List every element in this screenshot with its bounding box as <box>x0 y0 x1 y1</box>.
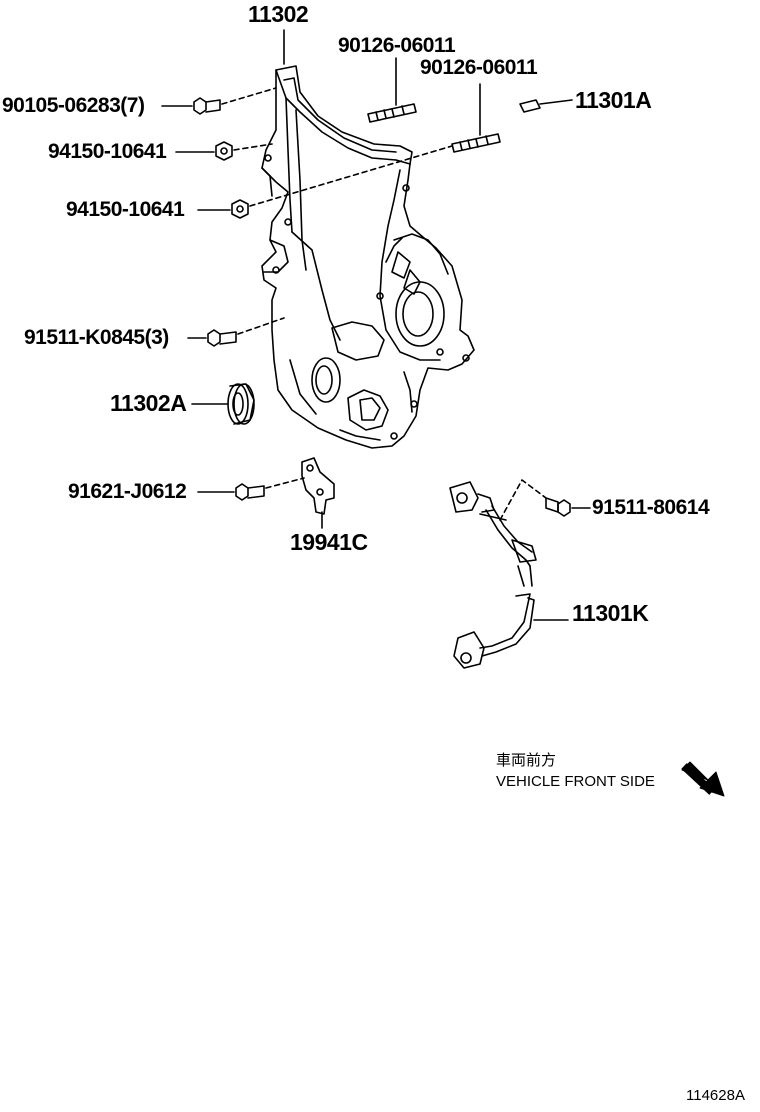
label-stud-upper: 90126-06011 <box>338 34 456 57</box>
stud-bolt-upper-illustration <box>367 57 417 123</box>
timing-cover-illustration <box>261 65 475 449</box>
cam-sensor-illustration <box>449 481 569 669</box>
label-nut-upper: 94150-10641 <box>48 140 167 163</box>
label-cover-bolt: 90105-06283(7) <box>2 94 145 117</box>
label-11302: 11302 <box>248 1 309 27</box>
direction-english: VEHICLE FRONT SIDE <box>496 773 655 790</box>
side-bolt-illustration <box>187 317 285 347</box>
bracket-bolt-illustration <box>197 477 305 501</box>
plug-illustration <box>519 99 573 113</box>
oil-seal-illustration <box>191 383 255 425</box>
label-side-bolt: 91511-K0845(3) <box>24 326 169 349</box>
label-nut-lower: 94150-10641 <box>66 198 185 221</box>
label-11301K: 11301K <box>572 600 649 626</box>
direction-japanese: 車両前方 <box>496 752 557 769</box>
lower-nut-illustration <box>197 145 453 219</box>
label-sensor-bolt: 91511-80614 <box>592 496 710 519</box>
label-11302A: 11302A <box>110 390 187 416</box>
arrow-down-right-icon <box>681 761 725 797</box>
bracket-illustration <box>301 457 335 529</box>
label-11301A: 11301A <box>575 87 652 113</box>
upper-nut-illustration <box>175 141 273 161</box>
label-stud-lower: 90126-06011 <box>420 56 538 79</box>
sensor-bolt-illustration <box>499 479 591 521</box>
figure-id: 114628A <box>686 1087 745 1104</box>
label-bracket-bolt: 91621-J0612 <box>68 480 187 503</box>
cover-bolt-illustration <box>161 87 277 115</box>
leader-lines <box>283 29 507 521</box>
stud-bolt-lower-illustration <box>451 83 501 153</box>
label-19941C: 19941C <box>290 529 368 555</box>
